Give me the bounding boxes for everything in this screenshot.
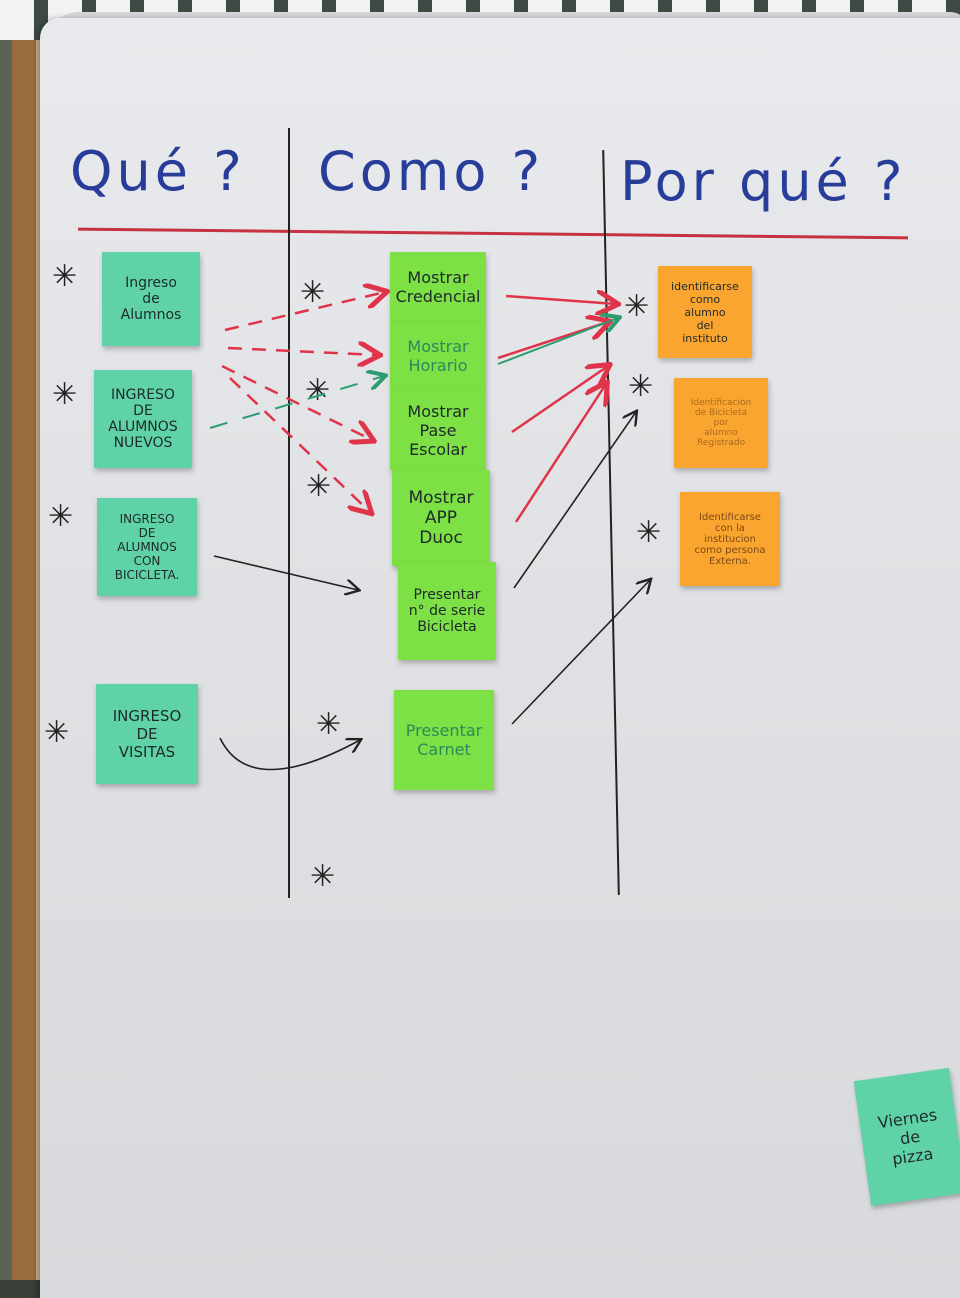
green-dashed-arrow	[209, 376, 384, 429]
asterisk-mark: ✳	[52, 377, 78, 412]
red-solid-arrows	[497, 296, 616, 523]
como-note-serie-bicicleta: Presentar n° de serie Bicicleta	[398, 562, 496, 660]
por-que-note-persona-externa: Identificarse con la institucion como pe…	[680, 492, 780, 586]
heading-que: Qué ?	[70, 140, 246, 203]
asterisk-mark: ✳	[52, 259, 78, 294]
por-que-note-bicicleta: Identificacion de Bicicleta por alumno R…	[674, 378, 768, 468]
asterisk-mark: ✳	[310, 859, 336, 894]
asterisk-mark: ✳	[316, 707, 342, 742]
asterisk-mark: ✳	[300, 275, 326, 310]
asterisk-mark: ✳	[636, 515, 662, 550]
green-solid-arrow	[497, 318, 618, 365]
asterisk-mark: ✳	[624, 289, 650, 324]
asterisk-mark: ✳	[306, 469, 332, 504]
asterisk-mark: ✳	[628, 369, 654, 404]
que-note-ingreso-alumnos: Ingreso de Alumnos	[102, 252, 200, 346]
como-note-carnet: Presentar Carnet	[394, 690, 494, 790]
que-note-alumnos-bicicleta: INGRESO DE ALUMNOS CON BICICLETA.	[97, 498, 197, 596]
como-note-pase-escolar: Mostrar Pase Escolar	[390, 390, 486, 470]
asterisk-mark: ✳	[305, 373, 331, 408]
asterisk-mark: ✳	[48, 499, 74, 534]
como-note-credencial: Mostrar Credencial	[390, 252, 486, 322]
heading-como: Como ?	[318, 140, 545, 203]
asterisk-mark: ✳	[44, 715, 70, 750]
que-note-visitas: INGRESO DE VISITAS	[96, 684, 198, 784]
como-note-app-duoc: Mostrar APP Duoc	[392, 470, 490, 566]
heading-por-que: Por qué ?	[620, 150, 907, 213]
column-divider-1	[288, 128, 290, 898]
que-note-alumnos-nuevos: INGRESO DE ALUMNOS NUEVOS	[94, 370, 192, 468]
como-note-horario: Mostrar Horario	[390, 322, 486, 390]
red-dashed-arrows	[221, 292, 385, 512]
por-que-note-alumno-instituto: identificarse como alumno del instituto	[658, 266, 752, 358]
black-arrows	[213, 412, 650, 771]
